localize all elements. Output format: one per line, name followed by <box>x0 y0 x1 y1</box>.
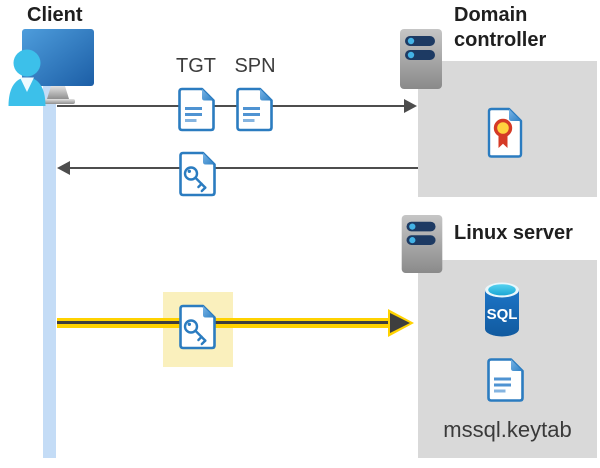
linux-server-label: Linux server <box>454 222 573 244</box>
keytab-label: mssql.keytab <box>443 417 572 442</box>
client-user-workstation-icon <box>8 29 94 106</box>
response-arrow-line <box>69 167 418 169</box>
auth-arrow-yellow-core <box>57 321 392 324</box>
sql-database-icon: SQL <box>485 282 519 337</box>
spn-document-icon <box>236 87 273 132</box>
client-label: Client <box>27 4 83 26</box>
domain-controller-label: Domain controller <box>454 4 547 51</box>
key-document-icon <box>179 151 216 197</box>
keytab-document-icon <box>487 358 524 402</box>
request-arrow-line <box>57 105 405 107</box>
request-arrow-head-icon <box>404 99 417 113</box>
auth-arrow-head-icon <box>390 313 410 333</box>
tgt-label: TGT <box>176 55 216 77</box>
linux-server-icon <box>401 215 443 273</box>
certificate-document-icon <box>487 107 523 158</box>
response-arrow-head-icon <box>57 161 70 175</box>
client-timeline-line <box>43 85 56 458</box>
spn-label: SPN <box>234 55 276 77</box>
domain-controller-server-icon <box>400 29 442 89</box>
key-document-highlighted-icon <box>179 304 216 350</box>
sql-icon-text: SQL <box>487 306 518 323</box>
tgt-document-icon <box>178 87 215 132</box>
